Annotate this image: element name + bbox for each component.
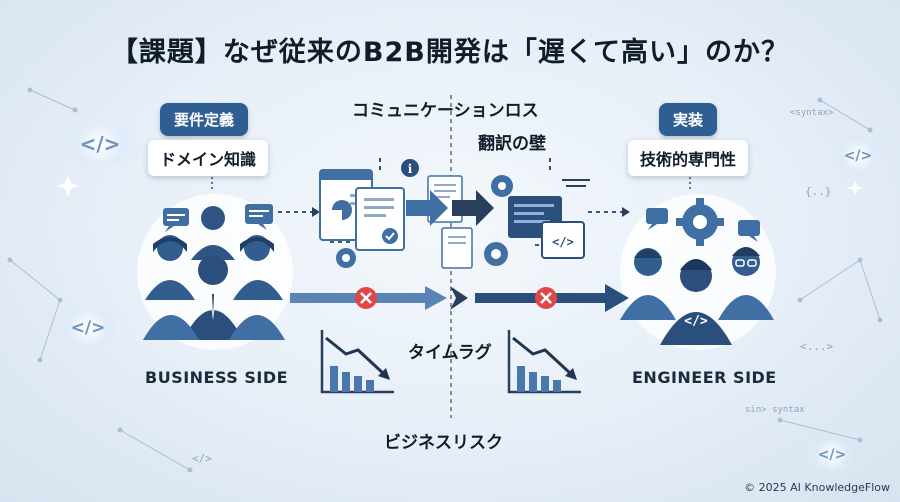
error-icon bbox=[535, 287, 557, 309]
communication-flow-illustration: i </> bbox=[278, 158, 630, 269]
timeline-arrows bbox=[290, 284, 629, 312]
svg-text:</>: </> bbox=[684, 314, 708, 329]
dots-decoration-a: {..} bbox=[805, 185, 832, 198]
document-icon bbox=[355, 187, 405, 251]
dots-decoration-b: <...> bbox=[800, 340, 834, 353]
engineer-people-illustration: </> bbox=[620, 194, 776, 350]
gear-icon bbox=[484, 242, 508, 266]
requirements-pill: 要件定義 bbox=[160, 103, 249, 136]
error-icon bbox=[355, 287, 377, 309]
copyright-text: © 2025 AI KnowledgeFlow bbox=[744, 481, 890, 494]
syntax-text-top: <syntax> bbox=[790, 108, 834, 118]
speech-bubble-icon bbox=[738, 220, 760, 242]
speech-bubble-icon bbox=[163, 208, 189, 232]
code-glow-icon-right-bottom: </> bbox=[810, 440, 854, 470]
time-lag-label: タイムラグ bbox=[408, 343, 492, 363]
translation-wall-label: 翻訳の壁 bbox=[478, 134, 546, 154]
speech-bubble-icon bbox=[646, 208, 668, 230]
communication-loss-label: コミュニケーションロス bbox=[352, 101, 539, 121]
implementation-pill: 実装 bbox=[659, 103, 718, 136]
business-people-illustration bbox=[137, 194, 293, 350]
declining-chart-icon-right bbox=[507, 330, 581, 394]
page-title: 【課題】なぜ従来のB2B開発は「遅くて高い」のか？ bbox=[110, 37, 790, 68]
info-icon: i bbox=[401, 159, 419, 177]
code-glow-icon-left-bottom: </> bbox=[60, 310, 116, 346]
business-side-label: BUSINESS SIDE bbox=[145, 368, 289, 387]
svg-text:</>: </> bbox=[552, 235, 574, 249]
code-window-icon: </> bbox=[541, 221, 585, 259]
engineer-side-label: ENGINEER SIDE bbox=[632, 368, 777, 387]
speech-bubble-icon bbox=[245, 204, 273, 230]
document-icon bbox=[441, 227, 473, 269]
technical-expertise-box: 技術的専門性 bbox=[628, 140, 749, 176]
code-glow-icon-left-top: </> bbox=[70, 124, 130, 164]
business-risk-label: ビジネスリスク bbox=[384, 433, 503, 453]
declining-chart-icon-left bbox=[320, 330, 394, 394]
gear-icon bbox=[336, 248, 356, 268]
domain-knowledge-box: ドメイン知識 bbox=[148, 140, 269, 176]
gear-icon bbox=[491, 175, 513, 197]
syntax-text-bottom: sin> syntax bbox=[745, 405, 805, 415]
gear-icon bbox=[676, 198, 724, 246]
code-glow-icon-right-top: </> bbox=[836, 140, 880, 172]
code-icon-bottom-left: </> bbox=[192, 452, 212, 465]
svg-text:i: i bbox=[408, 162, 413, 176]
